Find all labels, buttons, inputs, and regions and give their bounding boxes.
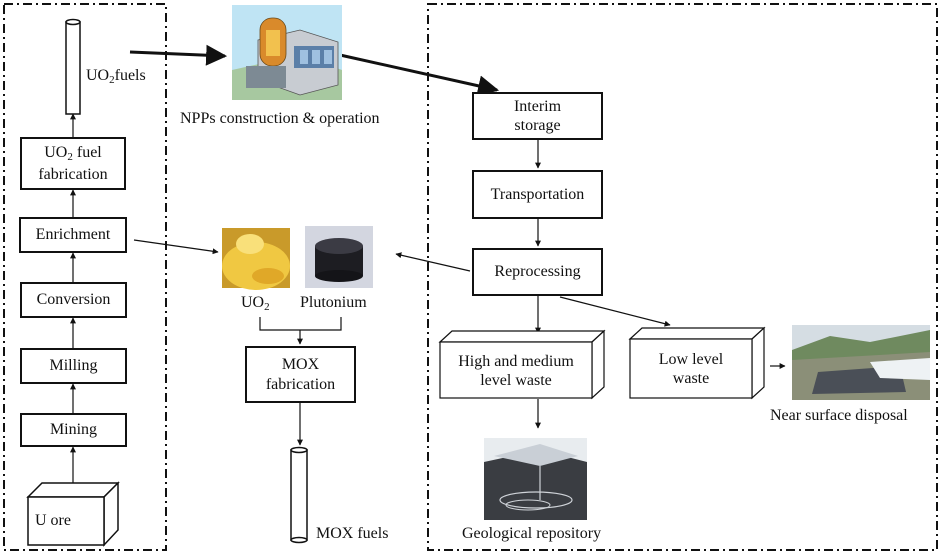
- reprocessing-box: Reprocessing: [472, 248, 603, 296]
- uo2-fuels-label: UO2fuels: [86, 67, 146, 86]
- near-surface-disposal-photo: [792, 325, 930, 400]
- back-end-frame: [427, 3, 938, 551]
- mining-box: Mining: [20, 413, 127, 447]
- mox-fuel-rod-icon: [290, 446, 308, 544]
- npp-label: NPPs construction & operation: [180, 110, 380, 127]
- high-medium-waste-block: [438, 329, 606, 400]
- npp-plant-illustration: [232, 5, 342, 100]
- u-ore-cube: [26, 481, 120, 547]
- low-level-waste-block: [628, 326, 766, 400]
- plutonium-label: Plutonium: [300, 294, 367, 311]
- geological-repository-label: Geological repository: [462, 525, 602, 542]
- transportation-box: Transportation: [472, 170, 603, 219]
- plutonium-photo: [305, 226, 373, 288]
- enrichment-box: Enrichment: [19, 217, 127, 253]
- uo2-fuel-rod-icon: [65, 18, 81, 115]
- conversion-box: Conversion: [20, 282, 127, 318]
- front-end-frame: [3, 3, 167, 551]
- uo2-powder-photo: [222, 228, 290, 290]
- geological-repository-illustration: [484, 438, 587, 520]
- near-surface-disposal-label: Near surface disposal: [770, 407, 908, 424]
- u-ore-label: U ore: [35, 512, 71, 529]
- mox-fuels-label: MOX fuels: [316, 525, 389, 542]
- milling-box: Milling: [20, 348, 127, 384]
- uo2-label: UO2: [241, 294, 270, 313]
